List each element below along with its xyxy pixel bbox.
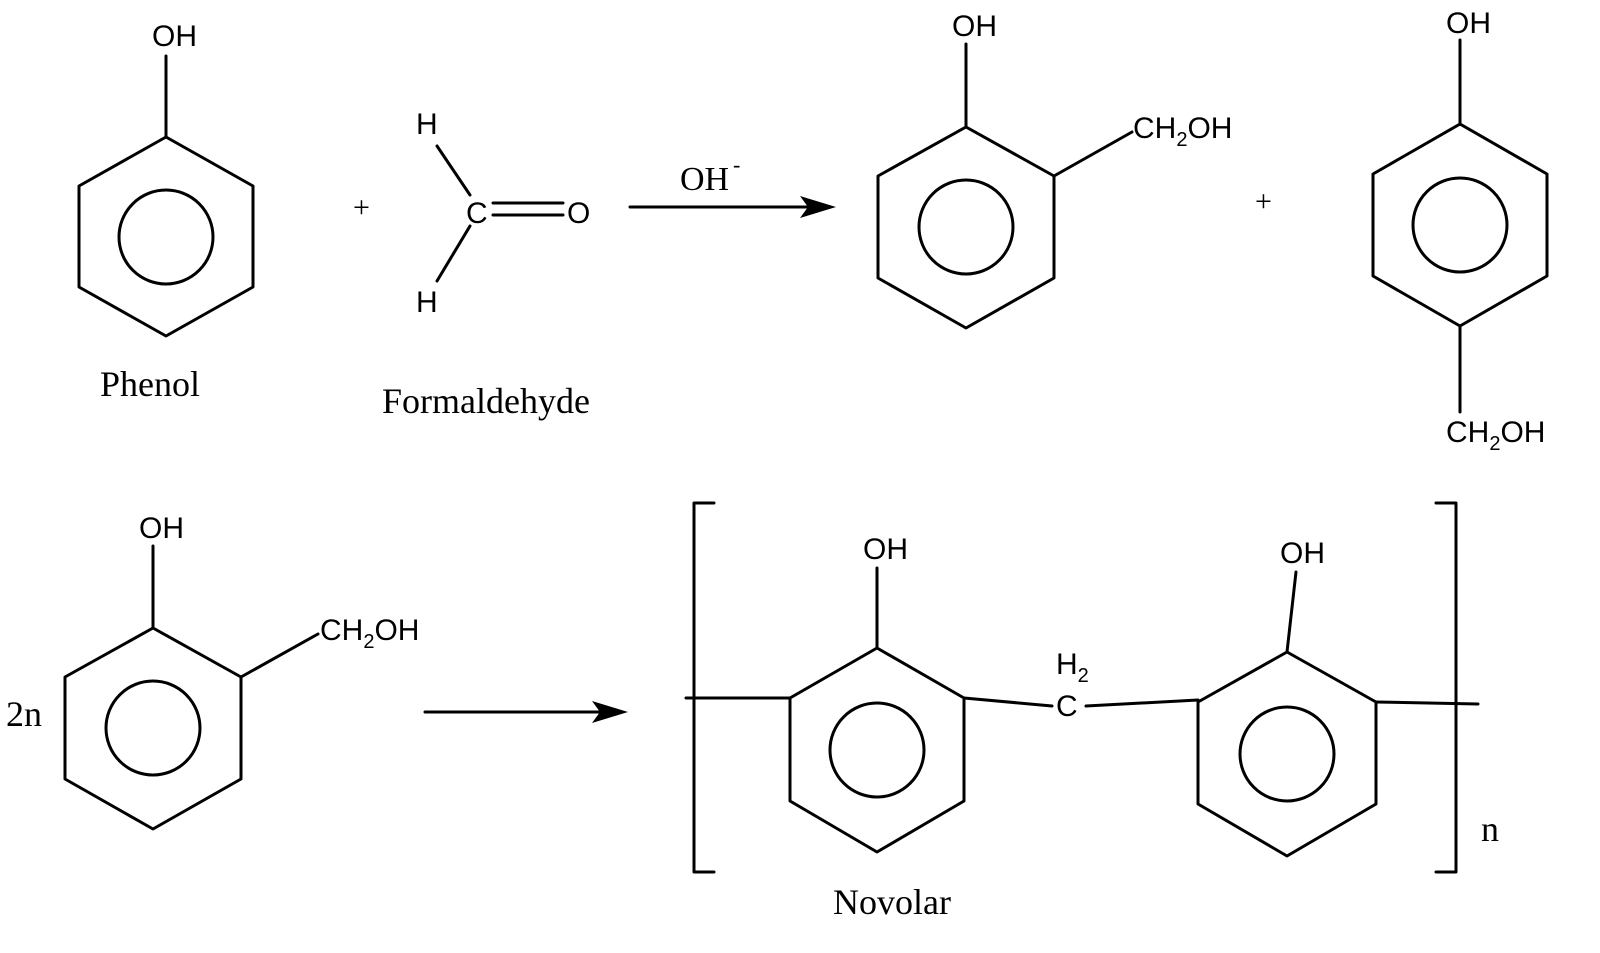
- para-product-ring: [1371, 122, 1549, 328]
- polymer-ring-a-oh-label: OH: [863, 533, 908, 566]
- reaction-arrow-1: [628, 196, 836, 218]
- phenol-molecule: OH: [77, 20, 255, 338]
- methylol-phenol-reactant-molecule: OH CH2OH: [63, 512, 419, 831]
- formaldehyde-molecule: H H C O: [416, 108, 590, 319]
- ortho-product-oh-label: OH: [952, 10, 997, 43]
- catalyst-charge: -: [733, 152, 740, 177]
- reactant-ch2oh-bond: [239, 632, 320, 679]
- para-product-aromatic-circle: [1411, 176, 1509, 274]
- ortho-product-ch2oh-label: CH2OH: [1133, 112, 1232, 151]
- novolar-name: Novolar: [833, 882, 951, 922]
- reactant-ring: [63, 626, 243, 831]
- reactant-ch2oh-label: CH2OH: [320, 614, 419, 653]
- phenol-aromatic-circle: [117, 188, 215, 286]
- formaldehyde-h-top: H: [416, 108, 438, 141]
- formaldehyde-o-label: O: [567, 197, 590, 230]
- left-bracket: [692, 501, 716, 874]
- reactant-oh-label: OH: [139, 512, 184, 545]
- para-methylol-phenol-molecule: OH CH2OH: [1371, 7, 1549, 455]
- polymer-ring-b: [1196, 650, 1378, 858]
- polymer-right-chain-bond: [1374, 700, 1480, 706]
- arrow-2-head: [592, 701, 628, 723]
- formaldehyde-c-label: C: [466, 197, 488, 230]
- phenol-ring: [77, 135, 255, 338]
- polymer-ring-a-circle: [828, 701, 926, 799]
- para-product-oh-label: OH: [1446, 7, 1491, 40]
- reaction-arrow-2: [423, 701, 628, 723]
- phenol-name: Phenol: [100, 364, 200, 404]
- ortho-product-ring: [876, 125, 1056, 330]
- polymer-ring-b-oh-bond: [1285, 570, 1298, 654]
- repeat-index: n: [1481, 809, 1499, 849]
- polymer-ring-a: [788, 646, 966, 854]
- para-product-ch2oh-label: CH2OH: [1446, 416, 1545, 455]
- polymer-ring-b-circle: [1238, 705, 1336, 803]
- methylene-bond-right: [1084, 698, 1200, 708]
- plus-sign-2: +: [1255, 185, 1272, 218]
- polymer-ring-b-oh-label: OH: [1280, 537, 1325, 570]
- right-bracket: [1434, 501, 1458, 874]
- reactant-aromatic-circle: [104, 679, 202, 777]
- ortho-product-ch2oh-bond: [1052, 130, 1134, 178]
- formaldehyde-name: Formaldehyde: [382, 381, 590, 421]
- formaldehyde-ch-bond-top: [435, 144, 472, 197]
- methylene-bond-left: [962, 696, 1054, 708]
- phenol-oh-label: OH: [152, 20, 197, 53]
- ortho-product-aromatic-circle: [917, 178, 1015, 276]
- plus-sign-1: +: [353, 191, 370, 224]
- novolar-polymer: OH C H2 OH: [684, 501, 1480, 874]
- methylene-c-label: C: [1056, 690, 1078, 723]
- formaldehyde-h-bottom: H: [416, 286, 438, 319]
- methylene-h2-label: H2: [1056, 648, 1089, 687]
- ortho-methylol-phenol-molecule: OH CH2OH: [876, 10, 1232, 330]
- stoichiometric-coefficient: 2n: [6, 694, 42, 734]
- catalyst-label: OH: [680, 161, 729, 198]
- formaldehyde-ch-bond-bottom: [435, 224, 472, 283]
- arrow-1-head: [800, 196, 836, 218]
